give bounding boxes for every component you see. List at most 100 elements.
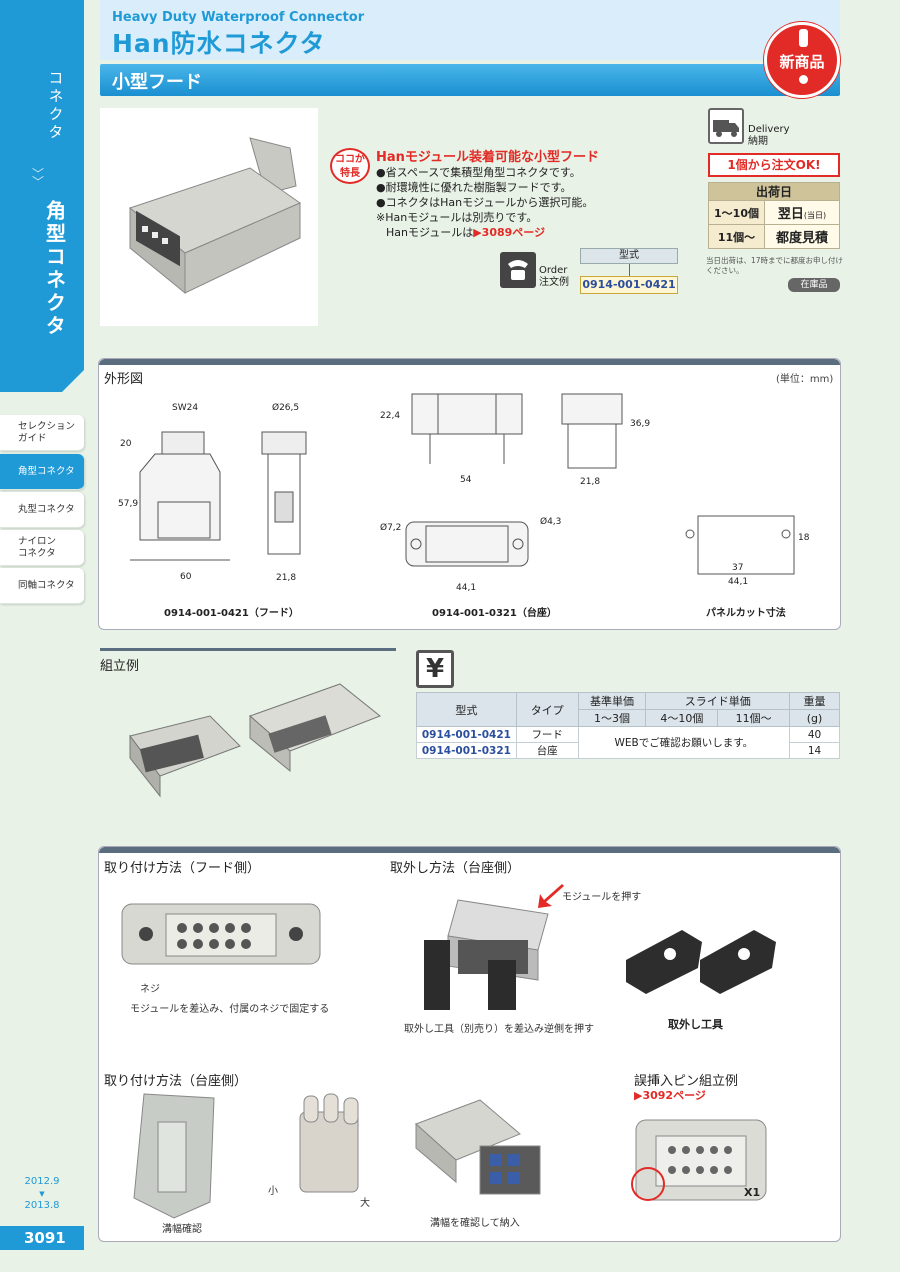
mount-hood-caption: モジュールを差込み、付属のネジで固定する [130, 1004, 330, 1015]
delivery-label: Delivery 納期 [748, 124, 790, 148]
dim-label: 21,8 [276, 573, 296, 583]
col-weight: 重量 [789, 692, 840, 710]
title-en: Heavy Duty Waterproof Connector [112, 10, 365, 25]
dim-label: 20 [120, 439, 132, 449]
panel-header-bar [99, 359, 840, 365]
price-web-note: WEBでご確認お願いします。 [577, 726, 791, 759]
caption-hood: 0914-001-0421（フード） [164, 608, 299, 619]
tab-label: ナイロン コネクタ [18, 535, 57, 559]
price-type: 台座 [515, 742, 579, 759]
rail-category: コネクタ [46, 70, 65, 142]
dimension-title: 外形図 [104, 372, 144, 387]
new-product-badge: 新商品 [764, 22, 840, 98]
date-arrow: ▼ [39, 1190, 45, 1198]
dim-label: 22,4 [380, 411, 400, 421]
phone-icon [500, 252, 536, 288]
page-number: 3091 [0, 1226, 84, 1250]
badge-line: 特長 [340, 168, 360, 179]
pin-title: 誤挿入ピン組立例 [634, 1074, 739, 1089]
table-row: 1〜10個 翌日(当日) [708, 200, 840, 225]
price-weight: 14 [789, 742, 840, 759]
push-label: モジュールを押す [562, 892, 642, 903]
arrow-icon [538, 884, 564, 908]
dim-label: 36,9 [630, 419, 650, 429]
removal-tool-photo [626, 930, 776, 994]
shipping-day: 翌日(当日) [764, 200, 840, 225]
product-photo [100, 108, 318, 326]
connector-line [628, 264, 630, 276]
module-ref-link[interactable]: ▶3089ページ [473, 226, 546, 239]
panel-header-bar [99, 847, 840, 853]
pin-mark-label: X1 [744, 1186, 761, 1199]
new-badge-text: 新商品 [779, 53, 825, 71]
pin-page-link[interactable]: ▶3092ページ [634, 1089, 706, 1102]
shipping-header: 出荷日 [708, 182, 840, 201]
dim-label: SW24 [172, 403, 198, 413]
col-qty-3: 11個〜 [717, 709, 791, 727]
shipping-table: 出荷日 1〜10個 翌日(当日) 11個〜 都度見積 [708, 182, 840, 249]
assembly-photo [129, 683, 381, 798]
tab-selection-guide[interactable]: セレクション ガイド [0, 415, 84, 451]
dim-label: 44,1 [456, 583, 476, 593]
pin-example-photo [631, 1119, 767, 1201]
feature-badge: ココが 特長 [330, 148, 370, 184]
badge-line: ココが [335, 154, 365, 165]
header-band [100, 0, 840, 60]
truck-icon [708, 108, 744, 144]
date-from: 2012.9 [24, 1176, 60, 1187]
dim-label: 44,1 [728, 577, 748, 587]
tab-nylon-connector[interactable]: ナイロン コネクタ [0, 530, 84, 566]
insert-caption: 溝幅を確認して納入 [430, 1218, 520, 1229]
size-large-label: 大 [360, 1198, 370, 1209]
shipping-note: (当日) [803, 211, 827, 220]
order-model-value: 0914-001-0421 [580, 276, 678, 294]
mount-hood-photo [121, 903, 321, 965]
dim-label: 18 [798, 533, 810, 543]
col-model: 型式 [416, 692, 517, 727]
feature-item: ●省スペースで集積型角型コネクタです。 [376, 166, 581, 179]
col-weight-unit: (g) [789, 709, 840, 727]
caption-base: 0914-001-0321（台座） [432, 608, 557, 619]
col-type: タイプ [515, 692, 579, 727]
feature-title: Hanモジュール装着可能な小型フード [376, 150, 599, 165]
table-header-row: 型式 タイプ 基準単価 スライド単価 重量 [416, 692, 840, 727]
mount-base-title: 取り付け方法（台座側） [104, 1074, 248, 1089]
tab-label: 丸型コネクタ [18, 503, 75, 515]
dim-label: Ø7,2 [380, 522, 401, 533]
feature-item: Hanモジュールは▶3089ページ [376, 225, 593, 240]
price-model[interactable]: 0914-001-0321 [416, 742, 517, 759]
caption-panel-cut: パネルカット寸法 [706, 608, 786, 619]
exclamation-icon [799, 29, 808, 47]
dim-label: 60 [180, 572, 192, 582]
shipping-day: 都度見積 [764, 224, 840, 249]
col-qty-2: 4〜10個 [645, 709, 719, 727]
shipping-qty: 1〜10個 [708, 200, 765, 225]
price-model[interactable]: 0914-001-0421 [416, 726, 517, 743]
tab-square-connector[interactable]: 角型コネクタ [0, 454, 84, 490]
size-small-label: 小 [268, 1186, 278, 1197]
dim-label: Ø26,5 [272, 402, 299, 413]
unit-label: (単位：mm) [776, 374, 834, 385]
feature-item: ●耐環境性に優れた樹脂製フードです。 [376, 181, 572, 194]
tab-coaxial-connector[interactable]: 同軸コネクタ [0, 568, 84, 604]
mount-base-photo [133, 1093, 215, 1219]
mount-hood-title: 取り付け方法（フード側） [104, 861, 261, 876]
module-ref-text: Hanモジュールは [386, 226, 474, 239]
order-label: Order 注文例 [539, 265, 569, 289]
dimension-drawings: SW24 Ø26,5 20 57,9 60 21,8 22,4 54 36,9 … [118, 393, 810, 593]
order-label-jp: 注文例 [539, 277, 569, 288]
dim-label: 21,8 [580, 477, 600, 487]
module-photo [299, 1093, 359, 1193]
table-row: 11個〜 都度見積 [708, 224, 840, 249]
shipping-qty: 11個〜 [708, 224, 765, 249]
table-row: 0914-001-0421 フード WEBでご確認お願いします。 40 [416, 726, 840, 759]
remove-caption: 取外し工具（別売り）を差込み逆側を押す [404, 1024, 594, 1035]
tab-label: セレクション ガイド [18, 420, 76, 444]
assembly-rule [100, 648, 396, 651]
feature-list: ●省スペースで集積型角型コネクタです。 ●耐環境性に優れた樹脂製フードです。 ●… [376, 165, 593, 240]
col-slide-price: スライド単価 [645, 692, 791, 710]
tab-round-connector[interactable]: 丸型コネクタ [0, 492, 84, 528]
price-type: フード [515, 726, 579, 743]
assembly-title: 組立例 [100, 659, 140, 674]
date-range: 2012.9 ▼ 2013.8 [14, 1176, 70, 1212]
